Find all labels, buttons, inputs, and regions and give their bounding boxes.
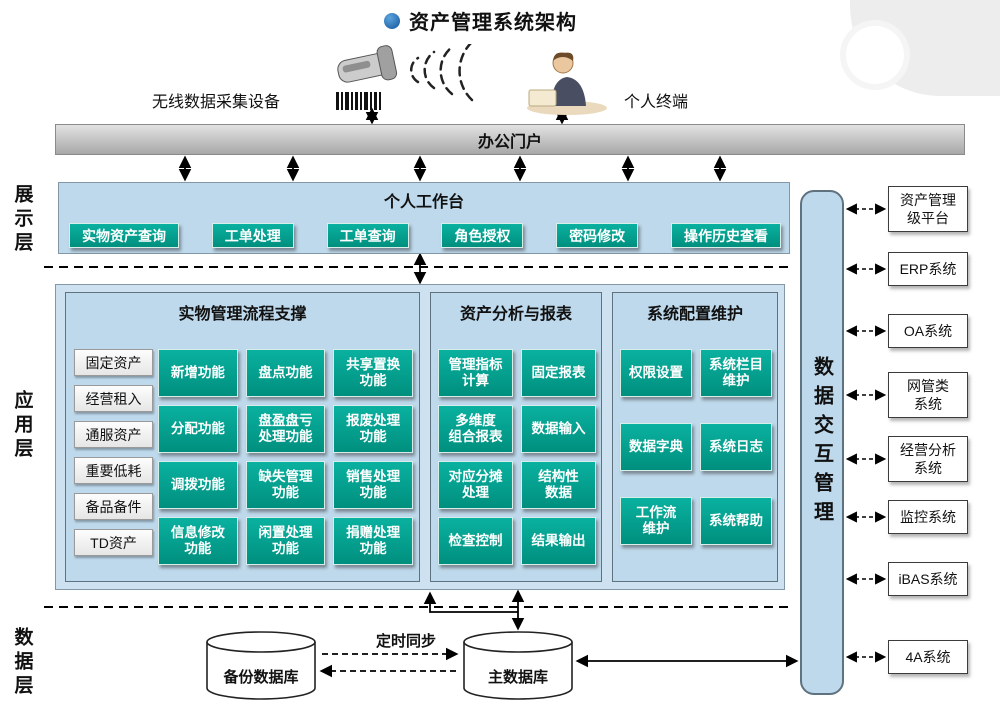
function-node: 分配功能 — [158, 405, 238, 453]
workbench-button: 工单处理 — [211, 223, 294, 248]
category-chip: 重要低耗 — [74, 457, 153, 484]
workbench-buttons: 实物资产查询 工单处理 工单查询 角色授权 密码修改 操作历史查看 — [69, 223, 781, 249]
function-node: 系统栏目 维护 — [700, 349, 772, 397]
function-node: 信息修改 功能 — [158, 517, 238, 565]
function-node: 对应分摊 处理 — [438, 461, 513, 509]
section-title: 系统配置维护 — [646, 306, 743, 323]
sync-label: 定时同步 — [375, 633, 436, 650]
layer-label-presentation: 展示层 — [11, 184, 33, 256]
function-node: 盘盈盘亏 处理功能 — [245, 405, 326, 453]
function-node: 共享置换 功能 — [333, 349, 413, 397]
function-node: 工作流 维护 — [620, 497, 692, 545]
external-system-box: ERP系统 — [888, 252, 968, 286]
function-node: 系统日志 — [700, 423, 772, 471]
function-node: 新增功能 — [158, 349, 238, 397]
function-node: 多维度 组合报表 — [438, 405, 513, 453]
function-node: 捐赠处理 功能 — [333, 517, 413, 565]
title-bullet-icon — [384, 12, 400, 29]
external-system-box: 4A系统 — [888, 640, 968, 674]
category-chip: 备品备件 — [74, 493, 153, 520]
function-node: 结果输出 — [521, 517, 596, 565]
section-system-config: 系统配置维护 权限设置 系统栏目 维护 数据字典 系统日志 工作流 维护 系统帮… — [612, 292, 778, 582]
external-system-box: 监控系统 — [888, 500, 968, 534]
section-analysis-reports: 资产分析与报表 管理指标 计算 固定报表 多维度 组合报表 数据输入 对应分摊 … — [430, 292, 602, 582]
backup-database-label: 备份数据库 — [223, 669, 299, 686]
external-system-box: 网管类 系统 — [888, 372, 968, 418]
function-node: 结构性 数据 — [521, 461, 596, 509]
function-node: 权限设置 — [620, 349, 692, 397]
workbench-button: 工单查询 — [326, 223, 409, 248]
function-node: 调拨功能 — [158, 461, 238, 509]
section-physical-management: 实物管理流程支撑 固定资产 经营租入 通服资产 重要低耗 备品备件 TD资产 新… — [65, 292, 420, 582]
layer-label-data: 数据层 — [11, 627, 33, 699]
layer-label-application: 应用层 — [11, 390, 33, 462]
page-title: 资产管理系统架构 — [384, 6, 577, 35]
function-node: 销售处理 功能 — [333, 461, 413, 509]
data-exchange-bar: 数据交互管理 — [800, 190, 844, 695]
circle-decoration — [846, 26, 904, 84]
section-title: 资产分析与报表 — [459, 306, 572, 323]
scanner-icon — [336, 44, 474, 110]
function-node: 固定报表 — [521, 349, 596, 397]
person-icon — [527, 52, 607, 115]
scanner-label: 无线数据采集设备 — [152, 94, 281, 111]
workbench-button: 实物资产查询 — [69, 223, 179, 248]
category-chip: 经营租入 — [74, 385, 153, 412]
external-system-box: OA系统 — [888, 314, 968, 348]
function-node: 盘点功能 — [245, 349, 326, 397]
main-database-label: 主数据库 — [487, 669, 548, 686]
category-chip: 通服资产 — [74, 421, 153, 448]
workbench-panel: 个人工作台 实物资产查询 工单处理 工单查询 角色授权 密码修改 操作历史查看 — [58, 182, 790, 254]
analysis-function-grid: 管理指标 计算 固定报表 多维度 组合报表 数据输入 对应分摊 处理 结构性 数… — [438, 349, 596, 565]
office-portal-bar: 办公门户 — [55, 124, 965, 155]
backup-database-cylinder-icon — [206, 631, 316, 700]
physical-function-grid: 新增功能 盘点功能 共享置换 功能 分配功能 盘盈盘亏 处理功能 报废处理 功能… — [158, 349, 413, 565]
terminal-label: 个人终端 — [624, 94, 689, 111]
asset-category-list: 固定资产 经营租入 通服资产 重要低耗 备品备件 TD资产 — [74, 349, 153, 565]
section-title: 实物管理流程支撑 — [178, 306, 307, 323]
function-node: 缺失管理 功能 — [245, 461, 326, 509]
category-chip: 固定资产 — [74, 349, 153, 376]
external-system-box: 资产管理 级平台 — [888, 186, 968, 232]
main-database-cylinder-icon — [463, 631, 573, 700]
title-text: 资产管理系统架构 — [409, 12, 577, 34]
external-system-box: iBAS系统 — [888, 562, 968, 596]
category-chip: TD资产 — [74, 529, 153, 556]
function-node: 闲置处理 功能 — [245, 517, 326, 565]
function-node: 系统帮助 — [700, 497, 772, 545]
function-node: 数据输入 — [521, 405, 596, 453]
workbench-button: 角色授权 — [441, 223, 524, 248]
workbench-title: 个人工作台 — [383, 194, 464, 211]
config-function-grid: 权限设置 系统栏目 维护 数据字典 系统日志 工作流 维护 系统帮助 — [620, 349, 772, 545]
function-node: 报废处理 功能 — [333, 405, 413, 453]
function-node: 数据字典 — [620, 423, 692, 471]
workbench-button: 操作历史查看 — [670, 223, 781, 248]
function-node: 管理指标 计算 — [438, 349, 513, 397]
workbench-button: 密码修改 — [556, 223, 639, 248]
function-node: 检查控制 — [438, 517, 513, 565]
external-system-box: 经营分析 系统 — [888, 436, 968, 482]
data-exchange-label: 数据交互管理 — [810, 355, 833, 530]
